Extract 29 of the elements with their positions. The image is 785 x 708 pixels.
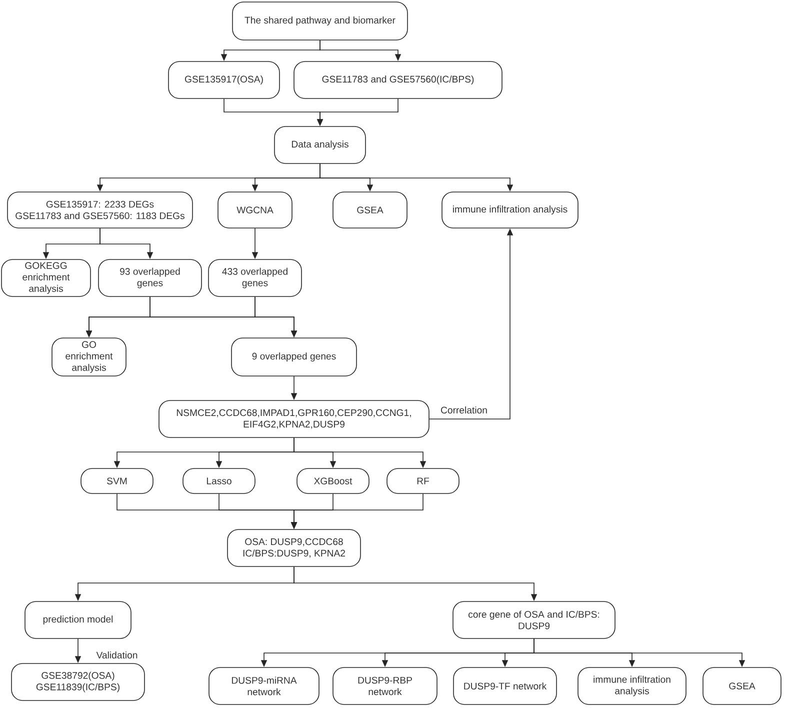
process-box: DUSP9-miRNA network bbox=[208, 667, 320, 705]
process-box: prediction model bbox=[24, 601, 132, 639]
process-box: 93 overlapped genes bbox=[98, 259, 202, 297]
process-box: immune infiltration analysis bbox=[578, 667, 686, 705]
process-box: GSEA bbox=[702, 667, 782, 705]
process-box: Data analysis bbox=[274, 126, 366, 164]
process-box: OSA: DUSP9,CCDC68 IC/BPS:DUSP9, KPNA2 bbox=[227, 529, 361, 567]
process-box: GSEA bbox=[332, 192, 408, 228]
process-box: GSE11783 and GSE57560(IC/BPS) bbox=[294, 61, 502, 99]
process-box: DUSP9-RBP network bbox=[332, 667, 438, 705]
edge-label: Correlation bbox=[440, 405, 488, 415]
process-box: 9 overlapped genes bbox=[231, 338, 357, 376]
process-box: NSMCE2,CCDC68,IMPAD1,GPR160,CEP290,CCNG1, EIF4G2,KPNA2,DUSP9 bbox=[158, 400, 430, 438]
process-box: core gene of OSA and IC/BPS: DUSP9 bbox=[452, 601, 616, 639]
process-box: immune infiltration analysis bbox=[442, 192, 578, 228]
process-box: XGBoost bbox=[296, 468, 370, 494]
process-box: Lasso bbox=[182, 468, 256, 494]
process-box: GSE38792(OSA) GSE11839(IC/BPS) bbox=[11, 663, 145, 701]
process-box: RF bbox=[386, 468, 460, 494]
process-box: The shared pathway and biomarker bbox=[232, 2, 408, 40]
process-box: GOKEGG enrichment analysis bbox=[1, 259, 91, 297]
process-box: GO enrichment analysis bbox=[52, 338, 126, 376]
process-box: GSE135917(OSA) bbox=[168, 61, 280, 99]
process-box: DUSP9-TF network bbox=[453, 667, 557, 705]
process-box: WGCNA bbox=[218, 192, 292, 228]
process-box: SVM bbox=[80, 468, 154, 494]
edge-label: Validation bbox=[95, 650, 139, 660]
process-box: 433 overlapped genes bbox=[208, 259, 302, 297]
process-box: GSE135917: 2233 DEGs GSE11783 and GSE57560: 1183 DEGs bbox=[7, 192, 193, 228]
